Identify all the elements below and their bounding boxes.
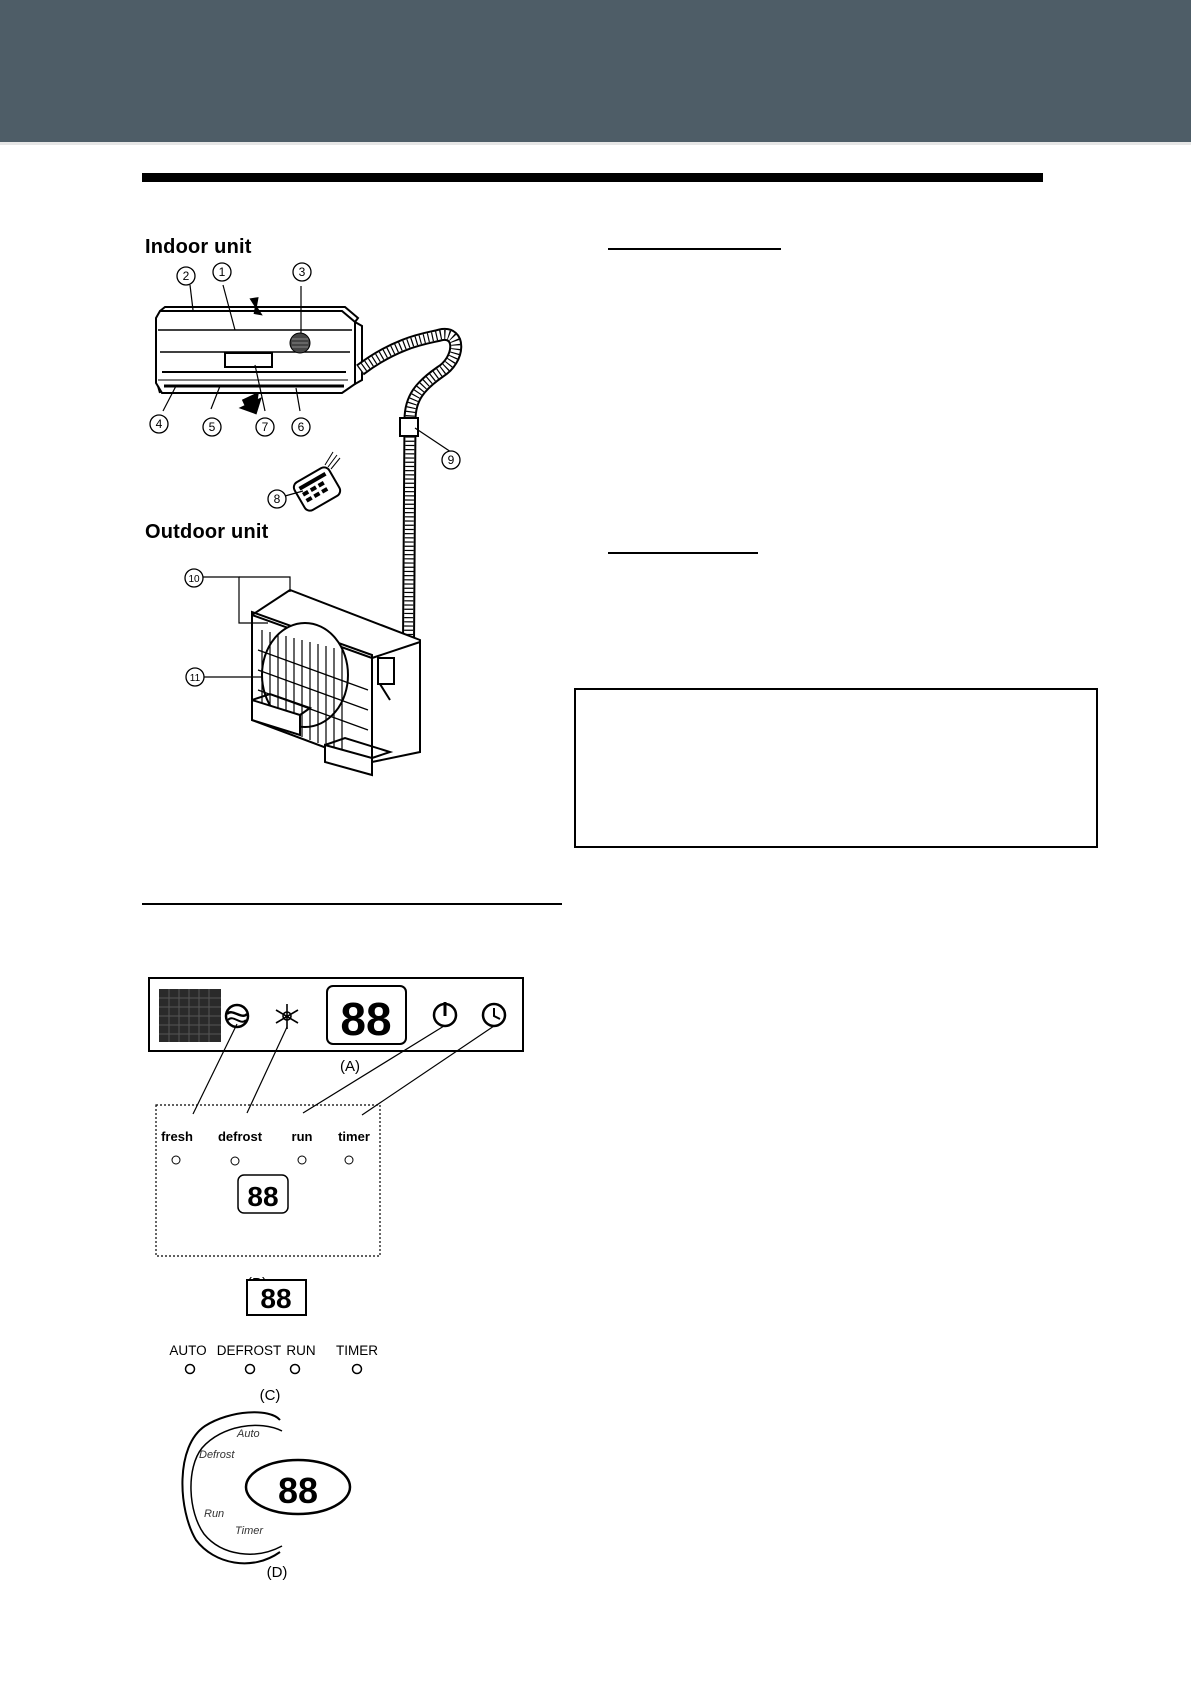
indicator-b-timer — [344, 1155, 354, 1165]
label-d-defrost: Defrost — [199, 1449, 235, 1461]
callout-5: 5 — [209, 420, 216, 434]
notice-box — [574, 688, 1098, 848]
callout-3: 3 — [299, 265, 306, 279]
callout-9: 9 — [448, 453, 455, 467]
display-panels: 88 (A) fresh defrost run timer — [148, 977, 524, 1581]
section-rule-left — [142, 903, 562, 905]
indicator-b-run — [297, 1155, 307, 1165]
display-panel-d: 88 Auto Defrost Run Timer (D) — [181, 1411, 352, 1581]
display-digits-a: 88 — [340, 993, 391, 1045]
indicator-c-timer — [351, 1363, 363, 1375]
defrost-icon — [275, 1004, 299, 1029]
indicator-c-defrost — [244, 1363, 256, 1375]
caption-c: (C) — [260, 1387, 281, 1404]
header-banner-edge — [0, 142, 1191, 145]
label-c-defrost: DEFROST — [217, 1343, 282, 1358]
label-c-timer: TIMER — [336, 1343, 378, 1358]
indicator-b-defrost — [230, 1156, 240, 1166]
callout-1: 1 — [219, 265, 226, 279]
heading-underline-2 — [608, 552, 758, 554]
fresh-icon — [224, 1003, 250, 1029]
callout-6: 6 — [298, 420, 305, 434]
display-panel-c: 88 AUTO DEFROST RUN TIMER (C) — [169, 1279, 378, 1404]
indoor-unit-heading: Indoor unit — [145, 236, 252, 258]
indoor-unit-drawing — [155, 297, 363, 415]
label-b-fresh: fresh — [161, 1129, 193, 1144]
display-digits-c: 88 — [260, 1283, 291, 1314]
display-digits-b: 88 — [247, 1181, 278, 1212]
indicator-b-fresh — [171, 1155, 181, 1165]
label-c-auto: AUTO — [169, 1343, 206, 1358]
outdoor-unit-heading: Outdoor unit — [145, 521, 269, 543]
label-c-run: RUN — [286, 1343, 315, 1358]
indicator-c-run — [289, 1363, 301, 1375]
label-d-timer: Timer — [235, 1525, 264, 1537]
outdoor-unit-drawing — [251, 588, 421, 777]
callout-11: 11 — [190, 673, 201, 684]
label-d-run: Run — [204, 1508, 224, 1520]
unit-illustration: 2 1 3 4 5 7 6 8 9 10 11 — [149, 262, 463, 777]
display-panel-b: fresh defrost run timer 88 (B) — [155, 1104, 381, 1292]
remote-control-drawing — [292, 466, 342, 512]
callout-8: 8 — [274, 492, 281, 506]
heading-underline-1 — [608, 248, 781, 250]
callout-4: 4 — [156, 417, 163, 431]
callout-2: 2 — [183, 269, 190, 283]
label-d-auto: Auto — [236, 1428, 260, 1440]
callout-10: 10 — [188, 574, 200, 585]
timer-icon — [481, 1002, 507, 1028]
power-icon — [432, 1002, 458, 1028]
display-digits-d: 88 — [278, 1470, 318, 1511]
section-top-rule — [142, 173, 1043, 182]
display-panel-a: 88 (A) — [148, 977, 524, 1075]
label-b-timer: timer — [338, 1129, 370, 1144]
label-b-run: run — [292, 1129, 313, 1144]
caption-a: (A) — [340, 1058, 360, 1075]
callout-7: 7 — [262, 420, 269, 434]
caption-d: (D) — [267, 1564, 288, 1581]
header-banner — [0, 0, 1191, 142]
indicator-c-auto — [184, 1363, 196, 1375]
drain-hose — [356, 328, 463, 721]
label-b-defrost: defrost — [218, 1129, 263, 1144]
